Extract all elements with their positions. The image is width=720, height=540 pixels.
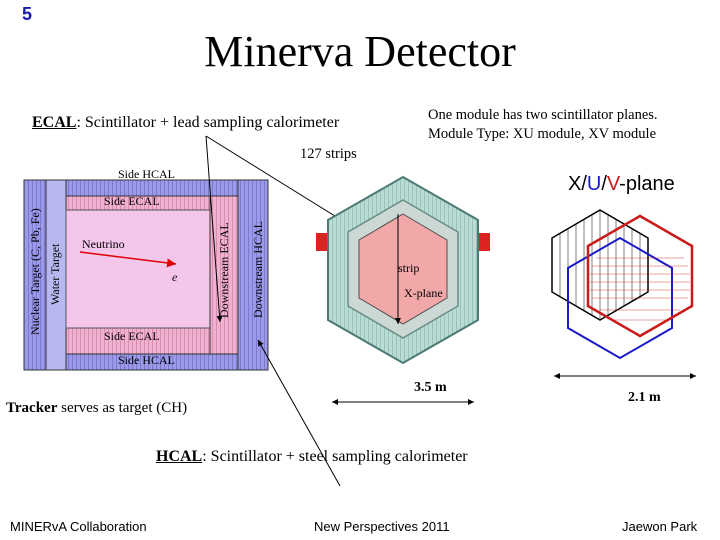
v-plane-hexagon — [586, 214, 694, 338]
downstream-hcal-region — [237, 179, 269, 371]
hexagon-module — [316, 175, 490, 365]
downstream-ecal-region — [209, 195, 239, 355]
side-ecal-bottom-label: Side ECAL — [104, 329, 160, 343]
module-note-line2: Module Type: XU module, XV module — [428, 126, 657, 142]
u-plane-hexagon — [567, 236, 673, 360]
side-hcal-top-label: Side HCAL — [118, 167, 175, 181]
neutrino-arrow — [79, 251, 177, 268]
footer-author: Jaewon Park — [622, 519, 698, 534]
ecal-description: ECAL: Scintillator + lead sampling calor… — [32, 114, 339, 132]
slide-number: 5 — [22, 4, 33, 24]
module-note: One module has two scintillator planes. … — [428, 106, 658, 144]
ecal-term: ECAL — [32, 114, 77, 131]
plane-u: U — [586, 173, 602, 195]
plane-suffix: -plane — [619, 173, 675, 195]
hcal-description: HCAL: Scintillator + steel sampling calo… — [156, 448, 468, 466]
strips-count: 127 strips — [300, 146, 357, 162]
side-view-schematic — [23, 179, 269, 371]
left-bracket — [316, 233, 328, 251]
neutrino-label: Neutrino — [82, 237, 125, 251]
electron-label: e — [172, 270, 178, 284]
plane-v: V — [606, 173, 620, 195]
dimension-35-label: 3.5 m — [414, 380, 447, 395]
downstream-hcal-label: Downstream HCAL — [251, 221, 265, 318]
ecal-text: : Scintillator + lead sampling calorimet… — [76, 114, 340, 131]
side-ecal-top-label: Side ECAL — [104, 194, 160, 208]
tracker-region — [65, 209, 211, 329]
nuclear-target-label: Nuclear Target (C, Pb, Fe) — [28, 208, 42, 335]
right-bracket — [478, 233, 490, 251]
water-target-label: Water Target — [48, 243, 62, 305]
footer-collaboration: MINERvA Collaboration — [10, 519, 147, 534]
strip-label: strip — [398, 261, 419, 275]
hcal-text: : Scintillator + steel sampling calorime… — [202, 448, 468, 465]
x-plane-label: X-plane — [404, 286, 443, 300]
plane-sep2: / — [601, 173, 607, 195]
plane-label: X/U/V-plane — [568, 173, 675, 196]
footer-conference: New Perspectives 2011 — [314, 519, 450, 534]
slide-title: Minerva Detector — [204, 27, 516, 76]
inner-hexagon — [358, 213, 448, 325]
tracker-description: Tracker serves as target (CH) — [6, 400, 187, 417]
xuv-plane-overlay — [551, 209, 694, 360]
hcal-term: HCAL — [156, 448, 203, 465]
tracker-term: Tracker — [6, 400, 58, 416]
plane-x: X — [568, 173, 582, 195]
downstream-ecal-label: Downstream ECAL — [217, 222, 231, 318]
side-hcal-bottom-label: Side HCAL — [118, 353, 175, 367]
tracker-text: serves as target (CH) — [57, 400, 188, 416]
ecal-pointer-downstream — [205, 135, 223, 323]
dimension-21-label: 2.1 m — [628, 390, 661, 405]
hcal-pointer — [257, 339, 341, 487]
module-note-line1: One module has two scintillator planes. — [428, 107, 658, 123]
plane-sep1: / — [581, 173, 587, 195]
